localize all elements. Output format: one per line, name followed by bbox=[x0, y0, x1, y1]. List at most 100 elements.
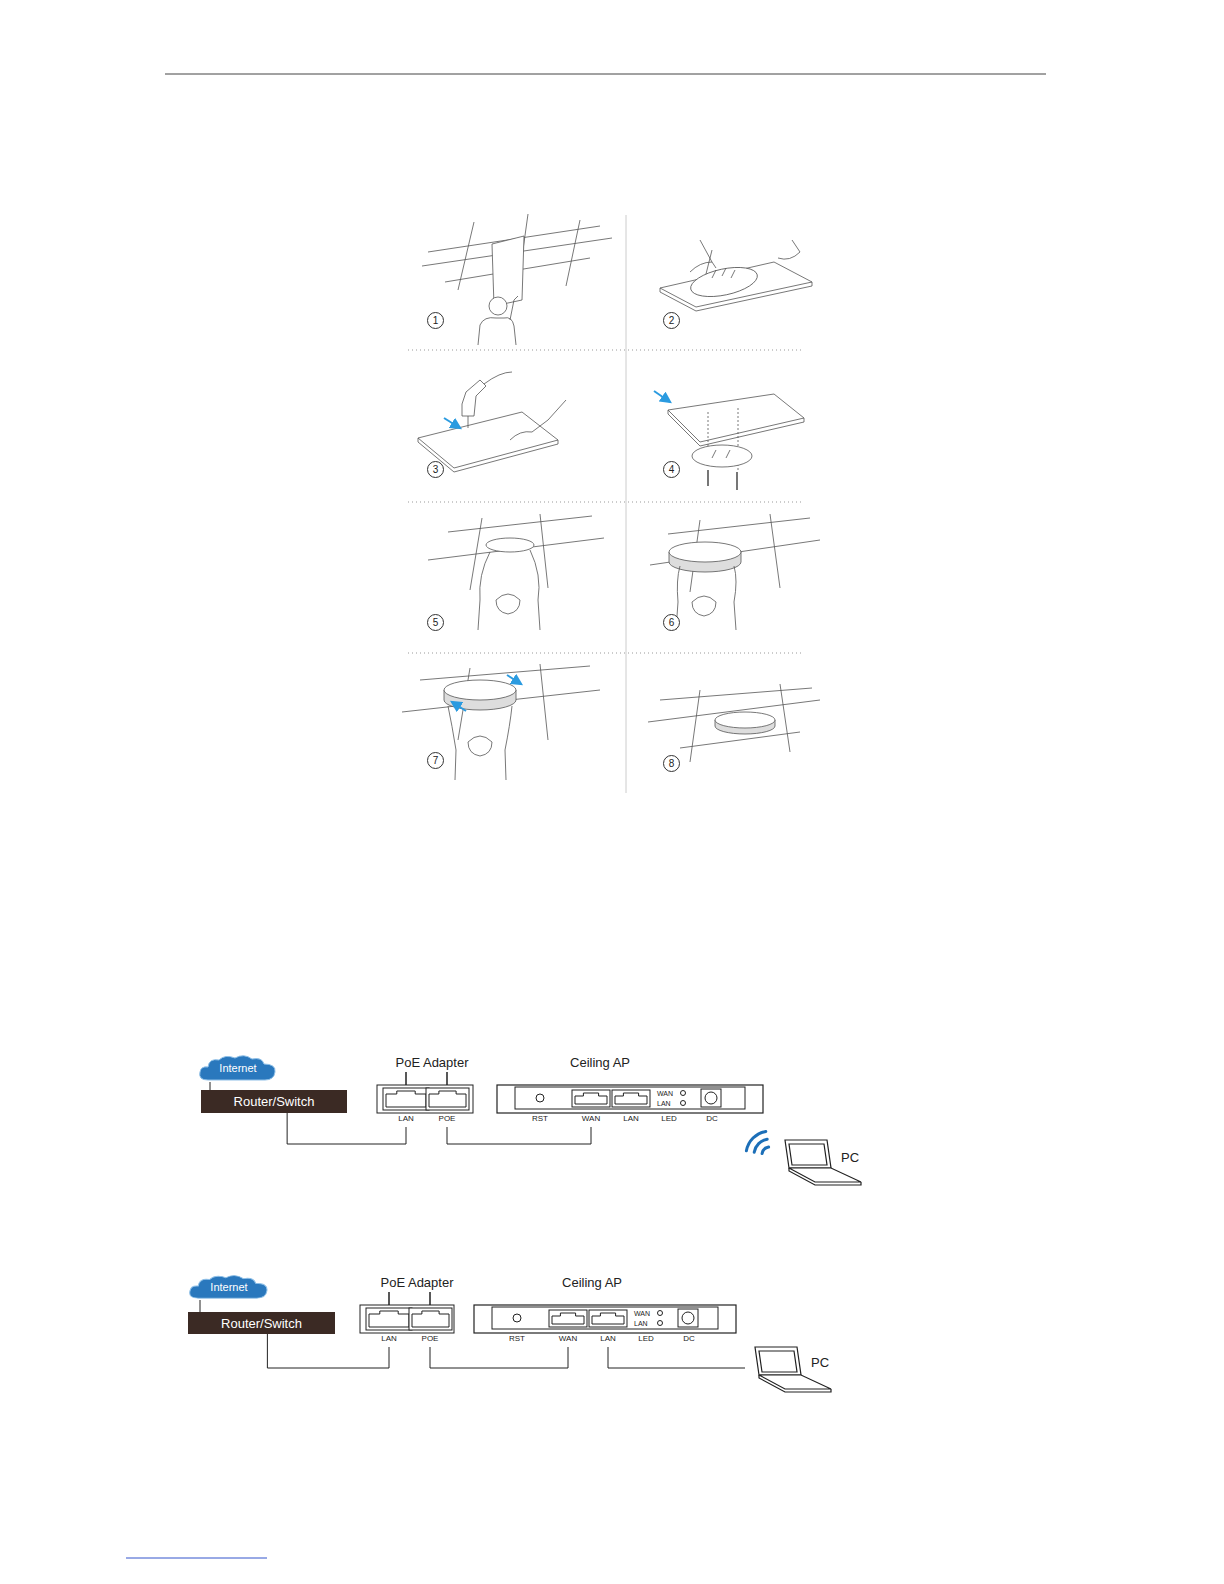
panel-divider bbox=[408, 350, 803, 653]
ceiling-tile bbox=[492, 236, 524, 306]
rj45-port bbox=[386, 1091, 426, 1107]
led-indicator bbox=[681, 1101, 686, 1106]
ceiling-grid bbox=[402, 664, 600, 740]
indicator-label: WAN bbox=[634, 1309, 650, 1318]
internet-cloud: Internet bbox=[198, 1054, 278, 1082]
installer-figure bbox=[448, 706, 512, 780]
port-outline bbox=[572, 1090, 610, 1107]
port-label: LED bbox=[638, 1334, 654, 1344]
port-outline bbox=[409, 1308, 452, 1330]
mounting-plate bbox=[692, 445, 752, 467]
port-outline bbox=[549, 1310, 587, 1327]
port-outline bbox=[589, 1310, 627, 1327]
network-cable bbox=[287, 1113, 406, 1144]
pointer-tick bbox=[389, 1292, 430, 1305]
dc-jack bbox=[705, 1092, 717, 1104]
ceiling-ap: Ceiling APWANLANRSTWANLANLEDDC bbox=[497, 1055, 763, 1127]
callout-number: 4 bbox=[663, 461, 680, 478]
mounting-template bbox=[688, 262, 760, 302]
pc-laptop: PC bbox=[745, 1343, 833, 1395]
port-label: LED bbox=[661, 1114, 677, 1124]
rotate-arrow bbox=[452, 702, 466, 711]
wifi-signal bbox=[746, 1131, 768, 1153]
network-cable bbox=[210, 1082, 211, 1090]
callout-number: 3 bbox=[427, 461, 444, 478]
dc-jack bbox=[701, 1089, 721, 1107]
callout-number: 5 bbox=[427, 614, 444, 631]
network-label: Internet bbox=[219, 1062, 256, 1075]
device-heading: PoE Adapter bbox=[396, 1055, 469, 1070]
laptop-display bbox=[789, 1144, 827, 1165]
adapter-housing bbox=[360, 1305, 454, 1333]
pointer-tick bbox=[406, 1072, 447, 1085]
port-outline bbox=[366, 1308, 412, 1330]
ceiling-ap: Ceiling APWANLANRSTWANLANLEDDC bbox=[474, 1275, 736, 1347]
footer-link-underline bbox=[126, 1558, 267, 1559]
adapter-housing bbox=[377, 1085, 473, 1113]
device-label: PC bbox=[811, 1355, 829, 1370]
laptop-icon bbox=[785, 1140, 861, 1185]
ap-housing bbox=[497, 1085, 763, 1113]
port-label: RST bbox=[532, 1114, 548, 1124]
laptop-icon bbox=[755, 1347, 831, 1392]
device-heading: Ceiling AP bbox=[570, 1055, 630, 1070]
port-label: LAN bbox=[623, 1114, 639, 1124]
router-box: Router/Switch bbox=[201, 1090, 347, 1113]
port-label: LAN bbox=[381, 1334, 397, 1344]
port-label: LAN bbox=[600, 1334, 616, 1344]
access-point bbox=[715, 712, 775, 728]
rj45-port bbox=[592, 1313, 624, 1324]
hands-marking bbox=[690, 240, 800, 274]
ceiling-grid bbox=[648, 684, 820, 762]
device-heading: PoE Adapter bbox=[381, 1275, 454, 1290]
cloud-shape bbox=[190, 1276, 267, 1299]
device-label: Router/Switch bbox=[221, 1316, 302, 1331]
rj45-port bbox=[429, 1091, 466, 1107]
rj45-port bbox=[575, 1093, 607, 1104]
callout-number: 2 bbox=[663, 312, 680, 329]
network-cable bbox=[430, 1347, 568, 1368]
mounting-plate bbox=[486, 538, 534, 552]
ceiling-tile bbox=[660, 262, 812, 307]
installer-figure bbox=[676, 566, 736, 630]
laptop-base bbox=[759, 1375, 831, 1389]
device-heading: Ceiling AP bbox=[562, 1275, 622, 1290]
rj45-port bbox=[552, 1313, 584, 1324]
installer-head bbox=[489, 297, 507, 315]
laptop-screen bbox=[785, 1140, 831, 1168]
port-outline bbox=[612, 1090, 650, 1107]
poe-body bbox=[377, 1072, 473, 1113]
laptop-base bbox=[789, 1168, 861, 1182]
port-label: POE bbox=[439, 1114, 456, 1124]
device-label: PC bbox=[841, 1150, 859, 1165]
rj45-port bbox=[615, 1093, 647, 1104]
header-rule bbox=[165, 74, 1046, 75]
dc-jack bbox=[682, 1312, 694, 1324]
rj45-port bbox=[369, 1311, 409, 1327]
ap-panel bbox=[492, 1307, 718, 1329]
port-label: WAN bbox=[559, 1334, 577, 1344]
screws bbox=[708, 470, 737, 490]
drill-and-hands bbox=[462, 372, 566, 440]
router-fill bbox=[201, 1090, 347, 1113]
callout-number: 7 bbox=[427, 752, 444, 769]
rotate-arrow bbox=[507, 675, 521, 684]
port-label: POE bbox=[422, 1334, 439, 1344]
access-point bbox=[444, 680, 516, 700]
callout-number: 1 bbox=[427, 312, 444, 329]
network-cable bbox=[200, 1300, 201, 1312]
led-indicator bbox=[658, 1311, 663, 1316]
installer-figure bbox=[478, 550, 540, 630]
direction-arrow bbox=[444, 418, 460, 428]
port-label: LAN bbox=[398, 1114, 414, 1124]
laptop-display bbox=[759, 1351, 797, 1372]
tile-edge bbox=[668, 410, 804, 446]
ceiling-grid bbox=[428, 514, 604, 590]
ap-body bbox=[497, 1085, 763, 1113]
ap-housing bbox=[474, 1305, 736, 1333]
ap-body bbox=[474, 1305, 736, 1333]
